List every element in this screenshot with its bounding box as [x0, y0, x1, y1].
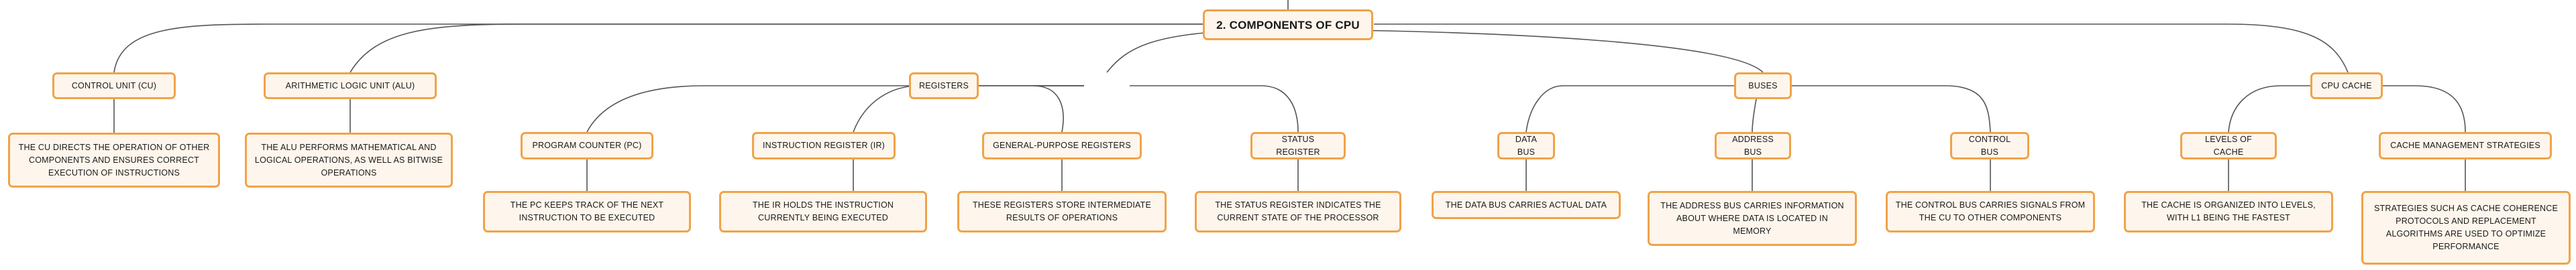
data-bus-desc: The data bus carries actual data	[1432, 191, 1621, 219]
instruction-register-node: Instruction Register (IR)	[752, 132, 896, 159]
control-bus-label: Control Bus	[1968, 134, 2011, 157]
control-unit-desc: The CU directs the operation of other co…	[8, 133, 220, 188]
buses-node: Buses	[1734, 72, 1792, 99]
edge-bus-data	[1525, 85, 1734, 133]
data-bus-node: Data Bus	[1497, 132, 1555, 159]
program-counter-node: Program Counter (PC)	[521, 132, 653, 159]
edge-root-cu	[113, 23, 1203, 73]
cache-management-strategies-desc-text: Strategies such as cache coherence proto…	[2374, 204, 2558, 251]
edge-cache-strategies	[2383, 85, 2466, 133]
root-node: 2. Components of CPU	[1203, 9, 1373, 40]
edge-reg-pc	[586, 85, 1084, 133]
program-counter-label: Program Counter (PC)	[532, 141, 642, 150]
status-register-label: Status Register	[1276, 134, 1320, 157]
address-bus-node: Address Bus	[1715, 132, 1791, 159]
edge-root-cache	[1374, 23, 2349, 73]
alu-node: Arithmetic Logic Unit (ALU)	[264, 72, 437, 99]
control-bus-desc: The control bus carries signals from the…	[1886, 191, 2095, 232]
levels-of-cache-desc: The cache is organized into levels, with…	[2124, 191, 2333, 232]
data-bus-label: Data Bus	[1515, 134, 1538, 157]
edge-reg-sr	[1130, 85, 1299, 133]
general-purpose-registers-node: General-Purpose Registers	[982, 132, 1142, 159]
root-label: 2. Components of CPU	[1216, 18, 1360, 31]
status-register-desc-text: The status register indicates the curren…	[1215, 200, 1381, 222]
levels-of-cache-label: Levels of Cache	[2205, 134, 2252, 157]
instruction-register-desc: The IR holds the instruction currently b…	[719, 191, 927, 232]
address-bus-label: Address Bus	[1732, 134, 1774, 157]
program-counter-desc: The PC keeps track of the next instructi…	[483, 191, 691, 232]
address-bus-desc-text: The address bus carries information abou…	[1660, 200, 1844, 236]
general-purpose-registers-label: General-Purpose Registers	[993, 141, 1131, 150]
address-bus-desc: The address bus carries information abou…	[1648, 191, 1857, 246]
instruction-register-label: Instruction Register (IR)	[762, 141, 885, 150]
cache-management-strategies-label: Cache Management Strategies	[2390, 141, 2540, 150]
buses-label: Buses	[1748, 80, 1778, 90]
general-purpose-registers-desc-text: These registers store intermediate resul…	[972, 200, 1152, 222]
levels-of-cache-desc-text: The cache is organized into levels, with…	[2141, 200, 2316, 222]
cache-management-strategies-desc: Strategies such as cache coherence proto…	[2361, 191, 2571, 265]
edge-bus-address	[1752, 98, 1757, 133]
edge-reg-gp	[1032, 85, 1084, 133]
edge-root-alu	[350, 23, 1203, 73]
program-counter-desc-text: The PC keeps track of the next instructi…	[510, 200, 664, 222]
edge-root-buses	[1348, 29, 1764, 73]
control-unit-desc-text: The CU directs the operation of other co…	[18, 142, 210, 178]
control-unit-label: Control Unit (CU)	[71, 80, 157, 90]
status-register-node: Status Register	[1250, 132, 1346, 159]
control-unit-node: Control Unit (CU)	[52, 72, 176, 99]
status-register-desc: The status register indicates the curren…	[1195, 191, 1401, 232]
alu-desc: The ALU performs mathematical and logica…	[245, 133, 453, 188]
control-bus-node: Control Bus	[1950, 132, 2029, 159]
edge-bus-control	[1791, 85, 1991, 133]
levels-of-cache-node: Levels of Cache	[2180, 132, 2277, 159]
edge-cache-levels	[2228, 85, 2310, 133]
general-purpose-registers-desc: These registers store intermediate resul…	[957, 191, 1167, 232]
registers-node: Registers	[909, 72, 979, 99]
cpu-cache-label: CPU Cache	[2321, 80, 2372, 90]
cpu-cache-node: CPU Cache	[2310, 72, 2383, 99]
alu-desc-text: The ALU performs mathematical and logica…	[254, 142, 443, 178]
alu-label: Arithmetic Logic Unit (ALU)	[285, 80, 415, 90]
control-bus-desc-text: The control bus carries signals from the…	[1895, 200, 2086, 222]
cache-management-strategies-node: Cache Management Strategies	[2379, 132, 2552, 159]
data-bus-desc-text: The data bus carries actual data	[1445, 200, 1607, 210]
instruction-register-desc-text: The IR holds the instruction currently b…	[752, 200, 894, 222]
registers-label: Registers	[918, 80, 969, 90]
